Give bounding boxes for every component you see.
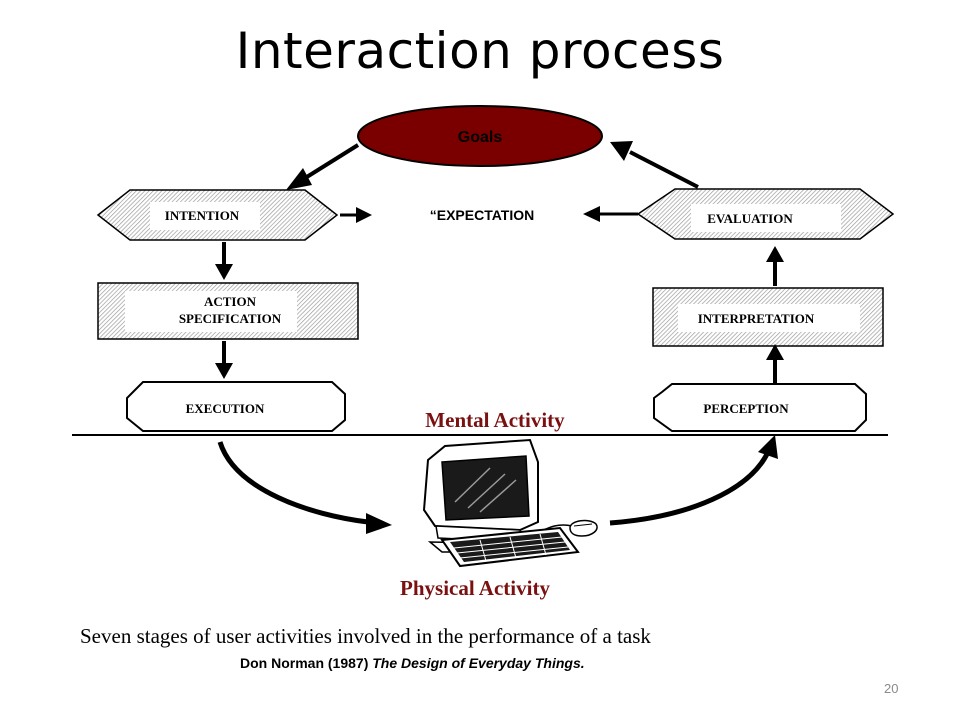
citation-author: Don Norman (1987) — [240, 655, 372, 671]
diagram-canvas: Goals INTENTION “EXPECTATION — [72, 105, 895, 671]
action-specification-line2: SPECIFICATION — [179, 311, 282, 326]
intention-stage: INTENTION — [96, 189, 339, 241]
citation-title: The Design of Everyday Things. — [372, 655, 584, 671]
interpretation-stage: INTERPRETATION — [652, 287, 884, 347]
seven-stages-diagram: Goals INTENTION “EXPECTATION — [50, 90, 910, 682]
arrow-intention-to-action — [215, 242, 233, 280]
action-specification-stage: ACTION SPECIFICATION — [97, 282, 359, 340]
execution-label: EXECUTION — [186, 401, 265, 416]
perception-stage: PERCEPTION — [653, 383, 867, 432]
arrow-evaluation-to-goals — [610, 141, 699, 189]
figure-citation: Don Norman (1987) The Design of Everyday… — [240, 655, 585, 671]
goals-ellipse — [357, 105, 603, 167]
arrow-intention-to-expectation — [340, 207, 372, 223]
execution-stage: EXECUTION — [126, 381, 346, 432]
arrow-action-to-execution — [215, 341, 233, 379]
expectation-label: “EXPECTATION — [430, 207, 535, 223]
arrow-execution-to-computer — [217, 441, 392, 534]
monitor-icon — [422, 438, 539, 543]
action-specification-line1: ACTION — [204, 294, 257, 309]
evaluation-label: EVALUATION — [707, 211, 793, 226]
arrow-goals-to-intention — [286, 143, 360, 190]
computer-illustration — [422, 438, 598, 568]
goals-label: Goals — [458, 129, 503, 146]
intention-label: INTENTION — [165, 208, 240, 223]
figure-caption: Seven stages of user activities involved… — [80, 624, 651, 648]
mental-activity-label: Mental Activity — [425, 408, 565, 432]
arrow-evaluation-to-expectation — [583, 206, 638, 222]
arrow-interpretation-to-evaluation — [766, 246, 784, 286]
evaluation-stage: EVALUATION — [636, 188, 895, 240]
page-number: 20 — [884, 681, 899, 696]
perception-label: PERCEPTION — [703, 401, 789, 416]
keyboard-icon — [440, 526, 580, 568]
arrow-perception-to-interpretation — [766, 344, 784, 383]
slide-title: Interaction process — [235, 22, 725, 80]
arrow-computer-to-perception — [609, 435, 778, 526]
mouse-icon — [569, 519, 598, 537]
interpretation-label: INTERPRETATION — [698, 311, 815, 326]
physical-activity-label: Physical Activity — [400, 576, 550, 600]
